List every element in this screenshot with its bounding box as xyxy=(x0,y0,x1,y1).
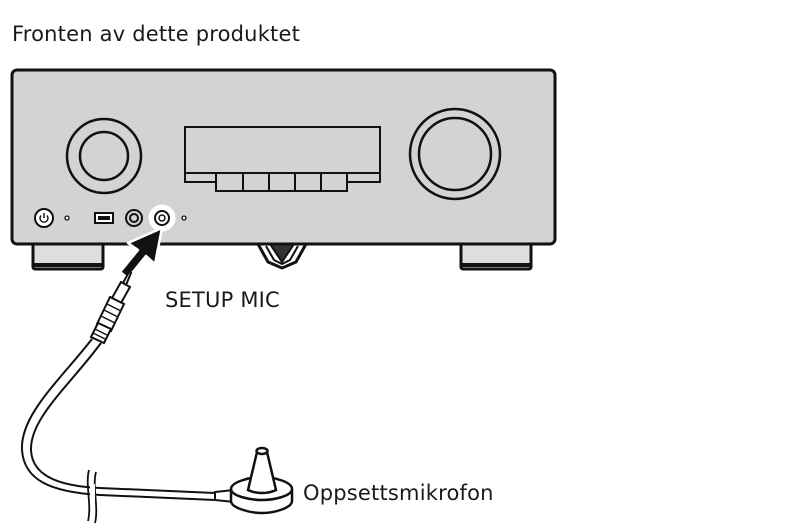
headphone-jack-icon xyxy=(125,209,143,227)
setup-microphone xyxy=(214,446,294,515)
power-button xyxy=(34,208,54,228)
receiver-feet xyxy=(31,240,533,271)
front-caption: Fronten av dette produktet xyxy=(12,22,301,46)
front-display xyxy=(184,126,381,192)
microphone-label: Oppsettsmikrofon xyxy=(303,481,494,505)
jack-indicator xyxy=(181,215,187,221)
power-icon xyxy=(39,213,49,223)
microphone-plug xyxy=(89,270,133,345)
input-knob xyxy=(65,117,143,195)
center-stand xyxy=(255,242,309,270)
setup-mic-label: SETUP MIC xyxy=(165,288,280,312)
usb-port-icon xyxy=(94,212,114,224)
standby-indicator xyxy=(64,215,70,221)
setup-mic-jack-icon xyxy=(148,204,176,232)
volume-knob xyxy=(408,107,502,201)
display-buttons xyxy=(215,172,348,192)
microphone-cable xyxy=(20,338,216,524)
